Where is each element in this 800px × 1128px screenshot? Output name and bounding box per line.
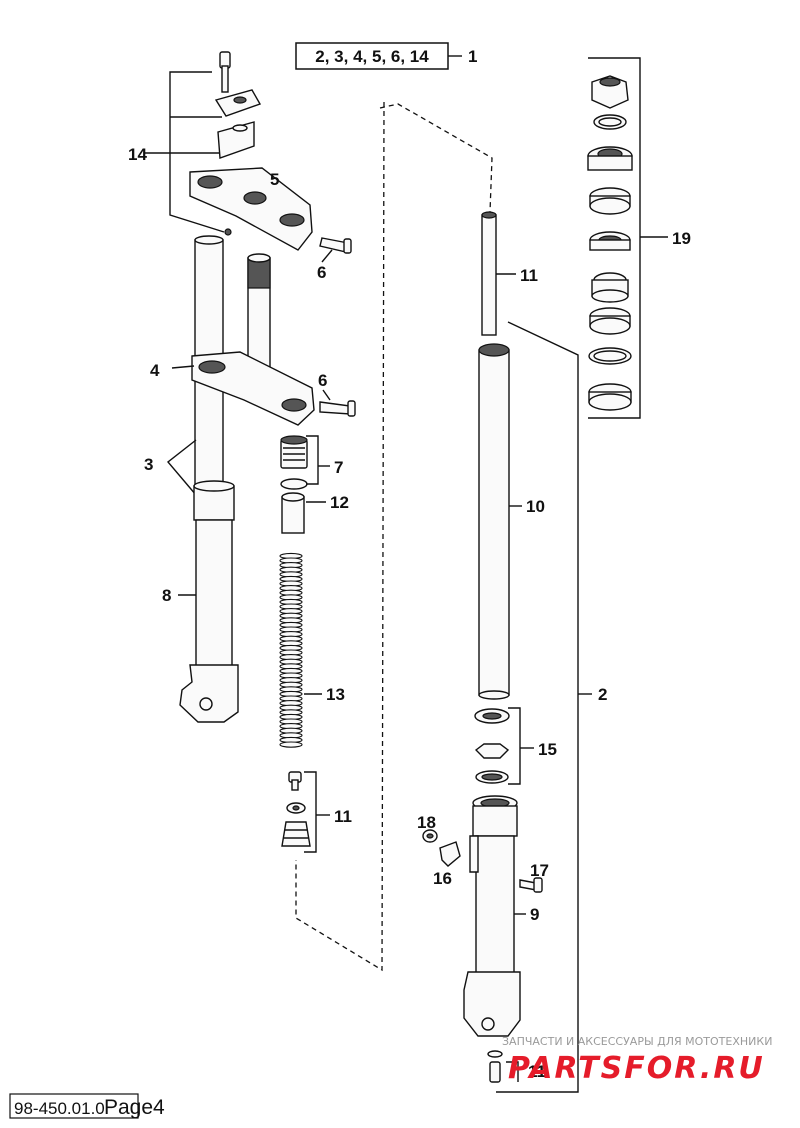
drain-nut-part	[422, 829, 438, 843]
label-2: 2	[598, 685, 607, 704]
page-number: Page4	[104, 1096, 165, 1119]
label-14: 14	[128, 145, 147, 164]
label-3: 3	[144, 455, 153, 474]
bolt-17-part	[519, 877, 543, 893]
label-11-bottom: 11	[528, 1062, 546, 1081]
steering-stem-part	[247, 253, 271, 384]
upper-triple-clamp-part	[189, 167, 313, 251]
damper-bolt-part	[281, 771, 311, 847]
assembly-number-text: 1	[468, 47, 477, 66]
inner-fork-tube-part	[478, 343, 510, 700]
label-13: 13	[326, 685, 345, 704]
label-16: 16	[433, 869, 452, 888]
label-15: 15	[538, 740, 557, 759]
label-18: 18	[417, 813, 436, 832]
fork-lower-leg-part	[179, 480, 239, 723]
watermark-tagline: ЗАПЧАСТИ И АКСЕССУАРЫ ДЛЯ МОТОТЕХНИКИ	[502, 1035, 772, 1048]
seal-kit-part	[474, 708, 510, 784]
label-9: 9	[530, 905, 539, 924]
spacer-tube-part	[281, 492, 305, 534]
connector-dashed-lines	[295, 101, 493, 972]
label-11-rod: 11	[520, 266, 538, 285]
part-labels: 14 5 6 4 6 3 7 12 8 13 11 11 19 10 2 15 …	[128, 145, 691, 1081]
left-fork-assembly	[145, 51, 356, 853]
spring-coil	[279, 741, 303, 748]
axle-clamp-part	[439, 841, 461, 867]
fork-spring-part	[279, 552, 303, 748]
document-number: 98-450.01.0	[14, 1099, 105, 1118]
steering-bearing-kit	[587, 57, 668, 419]
page-footer: 98-450.01.0 Page4	[9, 1093, 165, 1119]
handlebar-clamp-part	[214, 89, 262, 159]
watermark: ЗАПЧАСТИ И АКСЕССУАРЫ ДЛЯ МОТОТЕХНИКИ PA…	[502, 1035, 772, 1086]
pinch-bolt-lower-part	[319, 400, 356, 417]
assembly-header: 2, 3, 4, 5, 6, 14 1	[295, 42, 477, 70]
label-19: 19	[672, 229, 691, 248]
watermark-brand: PARTSFOR.RU	[508, 1051, 765, 1086]
damper-rod-part	[481, 211, 497, 336]
fork-cap-part	[280, 435, 308, 469]
lower-triple-clamp-part	[191, 351, 315, 426]
label-6-lower: 6	[318, 371, 327, 390]
assembly-group-text: 2, 3, 4, 5, 6, 14	[315, 47, 429, 66]
right-fork-assembly	[422, 211, 592, 1093]
o-ring-part	[280, 478, 308, 490]
label-12: 12	[330, 493, 349, 512]
label-10: 10	[526, 497, 545, 516]
label-6-upper: 6	[317, 263, 326, 282]
pinch-bolt-upper-part	[319, 237, 352, 254]
bottom-bolt-part	[487, 1050, 503, 1083]
right-lower-leg-part	[463, 795, 521, 1037]
label-4: 4	[150, 361, 160, 380]
clamp-bolt-part	[219, 51, 231, 93]
label-11-damper: 11	[334, 807, 352, 826]
label-5: 5	[270, 170, 279, 189]
label-8: 8	[162, 586, 171, 605]
label-7: 7	[334, 458, 343, 477]
label-17: 17	[530, 861, 549, 880]
